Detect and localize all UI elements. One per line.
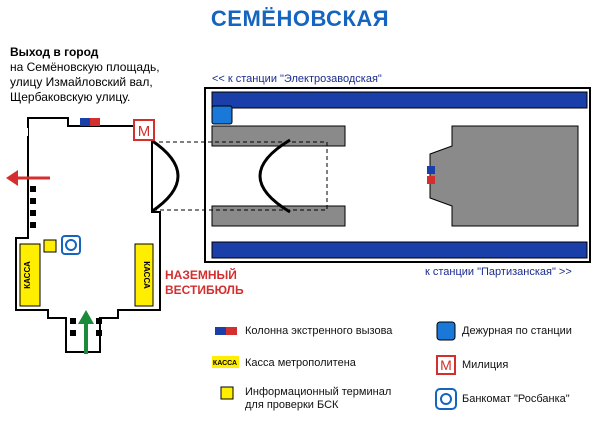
kassa-label-right: КАССА (142, 261, 151, 289)
ticket-office-right (134, 243, 154, 307)
legend-icons: КАССА М (212, 321, 457, 410)
legend-emergency-column-label: Колонна экстренного вызова (245, 325, 393, 337)
legend-duty-officer-label: Дежурная по станции (462, 325, 572, 337)
duty-officer-icon (211, 105, 233, 125)
track-top (211, 91, 588, 109)
police-icon (133, 119, 155, 141)
vestibule-label-line-1: НАЗЕМНЫЙ (165, 268, 237, 282)
exit-heading: Выход в город (10, 45, 99, 59)
central-platform (429, 125, 579, 227)
exit-line-1: на Семёновскую площадь, (10, 60, 160, 74)
legend-atm-icon (435, 388, 457, 410)
corridor-curve-left (150, 138, 180, 214)
track-bottom (211, 241, 588, 259)
emergency-column-icon (80, 118, 90, 126)
direction-bottom-label: к станции "Партизанская" >> (425, 266, 572, 278)
emergency-column-hall-icon (427, 166, 435, 174)
platform-strip-top (211, 125, 346, 147)
police-symbol: М (138, 123, 151, 140)
corridor-curve-right (258, 138, 291, 214)
vestibule-label-line-2: ВЕСТИБЮЛЬ (165, 283, 244, 297)
bottom-post-4 (96, 330, 102, 336)
legend-police-label: Милиция (462, 359, 509, 371)
bottom-post-1 (70, 318, 76, 324)
direction-top-label: << к станции "Электрозаводская" (212, 73, 382, 85)
legend-ticket-office-label: Касса метрополитена (245, 357, 356, 369)
legend-police-symbol: М (440, 357, 452, 373)
door-post-2 (30, 198, 36, 204)
legend-kassa-icon (212, 356, 239, 368)
legend-info-terminal-label: Информационный терминал для проверки БСК (245, 386, 391, 412)
bottom-post-3 (96, 318, 102, 324)
station-title: СЕМЁНОВСКАЯ (210, 6, 390, 31)
vestibule-label: НАЗЕМНЫЙ ВЕСТИБЮЛЬ (165, 268, 244, 298)
legend-info-terminal-line-1: Информационный терминал (245, 386, 392, 398)
ticket-office-left (19, 243, 41, 307)
door-gap-1 (18, 128, 28, 136)
legend-police-icon (436, 355, 456, 375)
door-post-1 (30, 186, 36, 192)
platform-strip-bottom (211, 205, 346, 227)
legend-atm-label: Банкомат "Росбанка" (462, 393, 570, 405)
legend-info-terminal-icon (220, 386, 234, 400)
door-post-3 (30, 210, 36, 216)
entry-arrow-icon (78, 310, 94, 354)
info-terminal-icon (43, 239, 57, 253)
exit-line-2: улицу Измайловский вал, (10, 75, 153, 89)
legend-kassa-text: КАССА (213, 360, 237, 367)
legend-info-terminal-line-2: для проверки БСК (245, 399, 339, 411)
door-post-4 (30, 222, 36, 228)
atm-icon (61, 235, 81, 255)
exit-line-3: Щербаковскую улицу. (10, 90, 131, 104)
station-hall (204, 87, 591, 263)
legend-duty-officer-icon (436, 321, 456, 341)
bottom-post-2 (70, 330, 76, 336)
legend-emergency-column-icon (215, 327, 226, 335)
kassa-label-left: КАССА (23, 261, 32, 289)
exit-arrow-icon (6, 170, 50, 186)
